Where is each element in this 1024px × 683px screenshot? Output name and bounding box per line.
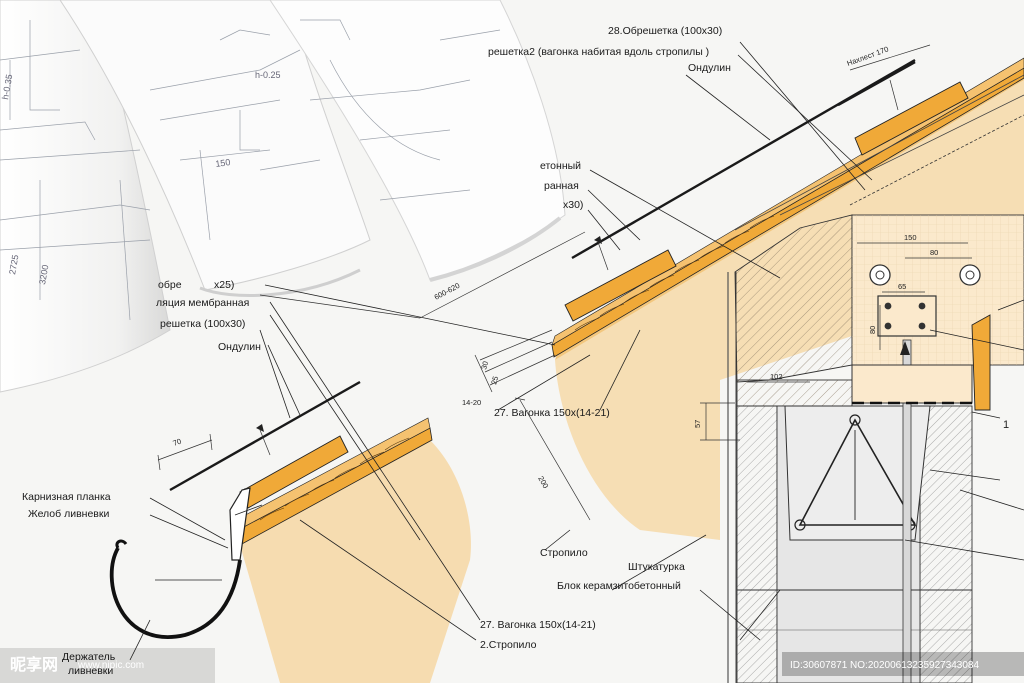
label-obreshetka-2: решетка2 (вагонка набитая вдоль стропилы… [488, 46, 709, 58]
dim-65: 65 [898, 282, 906, 291]
dim-80b: 80 [868, 326, 877, 334]
label-stropilo-mid: Стропило [540, 547, 588, 559]
label-obreshetka-28: 28.Обрешетка (100x30) [608, 25, 722, 37]
label-derzhatel-2: ливневки [68, 665, 113, 677]
label-membrane: ляция мембранная [156, 297, 249, 309]
left-eave-assembly [109, 380, 471, 683]
dim-70: 70 [172, 437, 183, 448]
watermark: 昵享网 www.nipic.com ID:30607871 NO:2020061… [0, 648, 1024, 683]
label-derzhatel: Держатель [62, 651, 116, 663]
label-ondulin-left: Ондулин [218, 341, 261, 353]
label-zhelob: Желоб ливневки [28, 508, 109, 520]
bp-dim-h035: h-0.35 [0, 73, 14, 100]
label-ondulin-top: Ондулин [688, 62, 731, 74]
watermark-logo: 昵享网 [10, 655, 58, 674]
label-brannaya: ранная [544, 180, 579, 192]
label-x25: x25) [214, 279, 234, 291]
label-shtukaturka: Штукатурка [628, 561, 685, 573]
bp-dim-2725: 2725 [7, 254, 20, 275]
watermark-id: ID:30607871 NO:20200613235927343084 [790, 660, 979, 671]
labels: 28.Обрешетка (100x30) решетка2 (вагонка … [22, 25, 1009, 677]
dim-30: 30 [479, 360, 490, 370]
dim-150: 150 [904, 233, 917, 242]
dim-80a: 80 [930, 248, 938, 257]
wall-section [700, 214, 1024, 683]
dim-57: 57 [693, 420, 702, 428]
label-vagonka-mid: 27. Вагонка 150x(14-21) [494, 407, 610, 419]
label-leader-1: 1 [1003, 419, 1009, 431]
label-x30: x30) [563, 199, 583, 211]
bp-dim-150: 150 [215, 157, 231, 169]
rolled-blueprints: 150 h-0.25 h-0.35 3200 2725 [0, 0, 566, 393]
label-betonny: етонный [540, 160, 581, 172]
watermark-url: www.nipic.com [77, 660, 144, 671]
bp-dim-h025: h-0.25 [255, 70, 281, 80]
label-stropilo-low: 2.Стропило [480, 639, 537, 651]
dimension-ticks [259, 44, 931, 521]
dim-25: 25 [489, 375, 500, 385]
label-blok: Блок керамзитобетонный [557, 580, 681, 592]
label-obreb-left: обре [158, 279, 182, 291]
label-karniz: Карнизная планка [22, 491, 111, 503]
dim-14-20: 14-20 [462, 398, 481, 407]
bp-dim-3200: 3200 [37, 264, 50, 285]
dim-102: 102 [770, 372, 783, 381]
label-vagonka-low: 27. Вагонка 150x(14-21) [480, 619, 596, 631]
leader-lines [129, 41, 1024, 661]
label-obreshetka-left: решетка (100x30) [160, 318, 245, 330]
